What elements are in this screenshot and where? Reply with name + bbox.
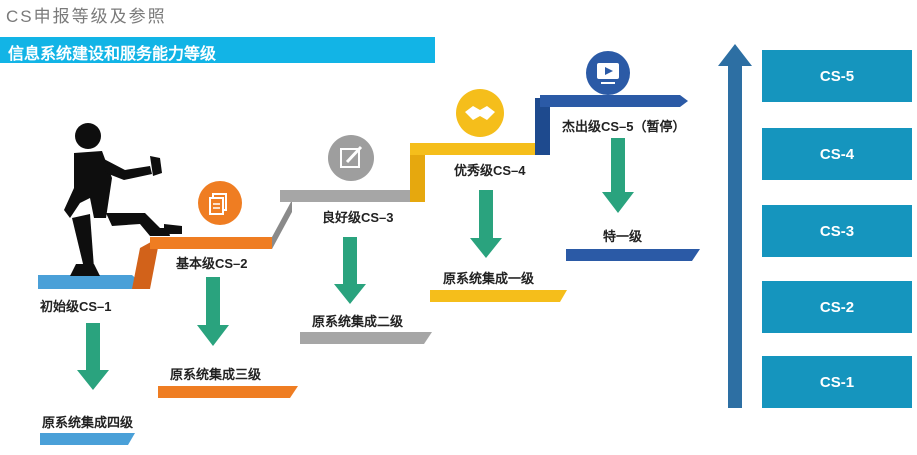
result-bar-2 bbox=[158, 386, 298, 398]
stage-2-label: 基本级CS–2 bbox=[176, 256, 248, 271]
result-1-label: 原系统集成四级 bbox=[42, 415, 134, 430]
level-box-cs5: CS-5 bbox=[762, 50, 912, 102]
step-4-riser bbox=[535, 98, 550, 155]
step-3-riser bbox=[410, 152, 425, 202]
handshake-icon bbox=[456, 89, 504, 137]
section-banner: 信息系统建设和服务能力等级 bbox=[0, 37, 435, 63]
result-3-label: 原系统集成二级 bbox=[312, 314, 404, 329]
step-4-bar bbox=[410, 143, 535, 155]
edit-pencil-icon bbox=[328, 135, 374, 181]
vertical-level-arrow bbox=[718, 44, 752, 408]
result-5-label: 特一级 bbox=[603, 229, 643, 244]
step-2-bar bbox=[150, 237, 272, 249]
banner-text: 信息系统建设和服务能力等级 bbox=[8, 46, 217, 63]
stage-4-label: 优秀级CS–4 bbox=[454, 163, 526, 178]
result-4-label: 原系统集成一级 bbox=[443, 271, 535, 286]
down-arrow-2 bbox=[197, 277, 229, 346]
step-5-bar bbox=[540, 95, 688, 107]
stage-5-label: 杰出级CS–5（暂停） bbox=[562, 119, 686, 134]
level-box-cs3: CS-3 bbox=[762, 205, 912, 257]
result-bar-1 bbox=[40, 433, 135, 445]
step-1-riser bbox=[132, 237, 160, 289]
page-title: CS申报等级及参照 bbox=[6, 7, 167, 26]
stage-3-label: 良好级CS–3 bbox=[322, 210, 394, 225]
level-box-cs4: CS-4 bbox=[762, 128, 912, 180]
result-bar-3 bbox=[300, 332, 432, 344]
result-bar-5 bbox=[566, 249, 700, 261]
level-box-cs2: CS-2 bbox=[762, 281, 912, 333]
down-arrow-3 bbox=[334, 237, 366, 304]
level-box-cs1: CS-1 bbox=[762, 356, 912, 408]
down-arrow-5 bbox=[602, 138, 634, 213]
video-play-icon bbox=[586, 51, 630, 95]
step-1-bar bbox=[38, 275, 140, 289]
stage-1-label: 初始级CS–1 bbox=[40, 299, 112, 314]
walking-person-icon bbox=[64, 123, 182, 276]
result-2-label: 原系统集成三级 bbox=[170, 367, 262, 382]
result-bar-4 bbox=[430, 290, 567, 302]
step-2-riser bbox=[272, 200, 292, 249]
copy-document-icon bbox=[198, 181, 242, 225]
step-3-bar bbox=[280, 190, 410, 202]
down-arrow-4 bbox=[470, 190, 502, 258]
down-arrow-1 bbox=[77, 323, 109, 390]
